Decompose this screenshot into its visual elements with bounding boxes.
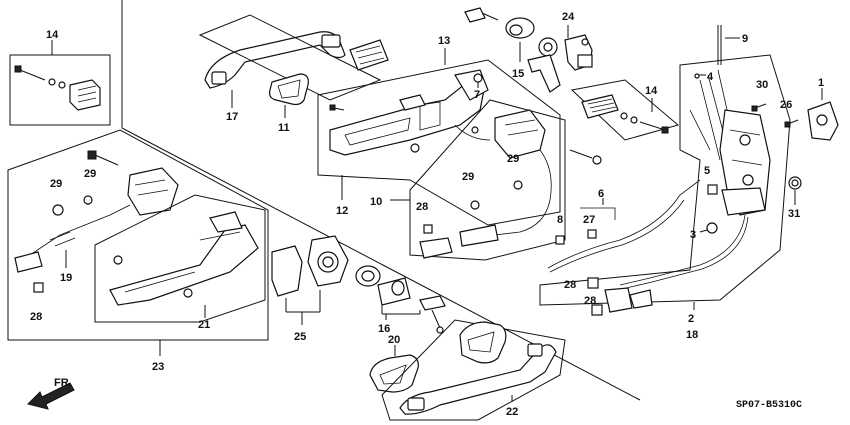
label-24: 24 (562, 11, 575, 23)
label-11: 11 (278, 122, 290, 134)
lock-box-2-18: 9 4 5 3 28 28 2 18 (539, 25, 791, 341)
handle-cover-11: 11 (269, 73, 309, 134)
label-31: 31 (788, 208, 800, 220)
label-12: 12 (336, 205, 348, 217)
box-23: 23 19 29 29 28 (7, 129, 269, 373)
handle-pad-top (349, 39, 389, 71)
label-30: 30 (756, 79, 768, 91)
label-29-left-a: 29 (50, 178, 62, 190)
label-18: 18 (686, 329, 698, 341)
front-arrow: FR. (27, 377, 75, 410)
label-14-right: 14 (645, 85, 658, 97)
box-14-left: 14 (9, 29, 111, 126)
label-13: 13 (438, 35, 450, 47)
label-15: 15 (512, 68, 524, 80)
label-4: 4 (707, 71, 714, 83)
label-28-right-b: 28 (584, 295, 596, 307)
label-10: 10 (370, 196, 382, 208)
label-16: 16 (378, 323, 390, 335)
key-and-cylinder-15: 15 (464, 7, 561, 93)
cylinder-25: 25 (271, 235, 349, 343)
label-17: 17 (226, 111, 238, 123)
label-29-mid: 29 (462, 171, 474, 183)
label-5: 5 (704, 165, 710, 177)
label-28-right-a: 28 (564, 279, 576, 291)
striker-1: 1 (807, 77, 839, 141)
box-10: 10 29 29 28 (370, 99, 602, 261)
screw-30: 30 (751, 79, 768, 112)
label-6: 6 (598, 188, 604, 200)
outer-handle-17: 17 (204, 31, 346, 123)
label-8: 8 (557, 214, 563, 226)
label-28-mid: 28 (416, 201, 428, 213)
label-3: 3 (690, 229, 696, 241)
label-9: 9 (742, 33, 748, 45)
box-14-right: 14 (570, 79, 680, 141)
label-25: 25 (294, 331, 306, 343)
label-21: 21 (198, 319, 210, 331)
nut-31: 31 (788, 176, 802, 220)
label-20: 20 (388, 334, 400, 346)
label-1: 1 (818, 77, 824, 89)
label-19: 19 (60, 272, 72, 284)
box-21: 21 (94, 194, 266, 331)
label-2: 2 (688, 313, 694, 325)
label-7: 7 (474, 89, 480, 101)
label-14-left: 14 (46, 29, 59, 41)
label-27: 27 (583, 214, 595, 226)
label-29-left-b: 29 (84, 168, 96, 180)
label-29-right: 29 (507, 153, 519, 165)
cover-20: 20 (369, 334, 419, 393)
label-23: 23 (152, 361, 164, 373)
front-indicator-label: FR. (54, 377, 72, 389)
cylinder-24: 24 (562, 11, 593, 71)
screw-26: 26 (780, 99, 799, 128)
cylinder-16: 16 (355, 265, 446, 335)
label-22: 22 (506, 406, 518, 418)
box-12-13: 13 7 12 (317, 35, 561, 226)
handle-22: 22 (381, 319, 566, 421)
diagram-code: SP07-B5310C (736, 400, 802, 411)
label-26: 26 (780, 99, 792, 111)
rod-6-group: 6 27 8 (547, 179, 701, 273)
label-28-left: 28 (30, 311, 42, 323)
